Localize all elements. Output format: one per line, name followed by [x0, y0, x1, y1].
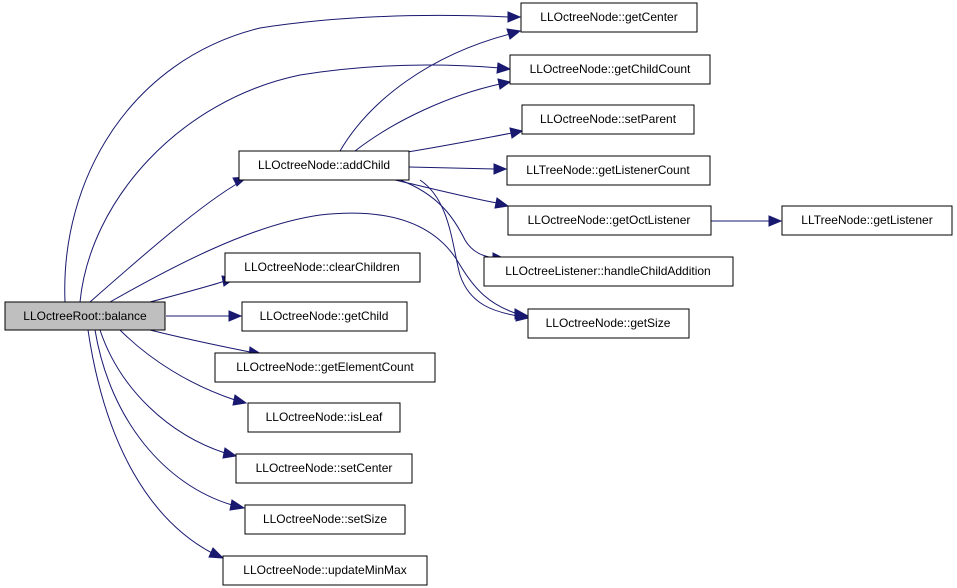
node-handlechildaddition[interactable]: LLOctreeListener::handleChildAddition — [483, 256, 734, 287]
node-getchild[interactable]: LLOctreeNode::getChild — [241, 301, 408, 332]
edge-balance-to-getchild — [166, 310, 243, 322]
node-getchild-label: LLOctreeNode::getChild — [260, 309, 389, 323]
node-updateminmax-label: LLOctreeNode::updateMinMax — [243, 563, 406, 577]
edge-addchild-to-getchildcount — [354, 78, 512, 152]
edge-getoctlistener-to-getlistener — [711, 215, 783, 227]
edge-balance-to-clearchildren — [149, 275, 237, 303]
edge-balance-to-setcenter — [99, 329, 238, 459]
node-isleaf-label: LLOctreeNode::isLeaf — [266, 410, 383, 424]
node-getlistener[interactable]: LLTreeNode::getListener — [781, 205, 953, 236]
edge-addchild-to-getoctlistener — [394, 179, 510, 209]
node-getlistenercount-label: LLTreeNode::getListenerCount — [526, 163, 690, 177]
node-getsize-label: LLOctreeNode::getSize — [546, 316, 671, 330]
node-setcenter-label: LLOctreeNode::setCenter — [256, 461, 393, 475]
node-getoctlistener-label: LLOctreeNode::getOctListener — [528, 213, 691, 227]
node-updateminmax[interactable]: LLOctreeNode::updateMinMax — [222, 555, 428, 586]
edge-balance-to-getcenter — [64, 11, 522, 303]
edge-balance-to-updateminmax — [87, 329, 225, 559]
edge-addchild-to-handlechildaddition — [399, 179, 507, 264]
node-clearchildren-label: LLOctreeNode::clearChildren — [244, 260, 399, 274]
node-getcenter[interactable]: LLOctreeNode::getCenter — [520, 2, 698, 33]
node-getlistener-label: LLTreeNode::getListener — [801, 213, 932, 227]
node-getlistenercount[interactable]: LLTreeNode::getListenerCount — [506, 155, 711, 186]
node-getelementcount[interactable]: LLOctreeNode::getElementCount — [214, 352, 436, 383]
node-handlechildaddition-label: LLOctreeListener::handleChildAddition — [505, 264, 710, 278]
node-getoctlistener[interactable]: LLOctreeNode::getOctListener — [507, 205, 712, 236]
node-setsize[interactable]: LLOctreeNode::setSize — [244, 504, 406, 535]
node-getchildcount-label: LLOctreeNode::getChildCount — [530, 62, 691, 76]
node-balance[interactable]: LLOctreeRoot::balance — [4, 301, 166, 331]
edge-balance-to-getchildcount — [79, 62, 512, 303]
node-setsize-label: LLOctreeNode::setSize — [263, 512, 387, 526]
node-balance-label: LLOctreeRoot::balance — [23, 309, 147, 323]
node-getchildcount[interactable]: LLOctreeNode::getChildCount — [509, 54, 711, 85]
edge-balance-to-isleaf — [119, 329, 248, 406]
node-addchild-label: LLOctreeNode::addChild — [258, 158, 390, 172]
edge-addchild-to-getsize — [419, 179, 530, 322]
edge-addchild-to-setparent — [394, 127, 524, 155]
node-setcenter[interactable]: LLOctreeNode::setCenter — [235, 453, 413, 484]
node-isleaf[interactable]: LLOctreeNode::isLeaf — [247, 402, 401, 433]
node-getsize[interactable]: LLOctreeNode::getSize — [527, 308, 690, 339]
node-clearchildren[interactable]: LLOctreeNode::clearChildren — [224, 252, 421, 283]
node-setparent[interactable]: LLOctreeNode::setParent — [521, 104, 695, 135]
edge-addchild-to-getlistenercount — [408, 163, 508, 175]
node-getcenter-label: LLOctreeNode::getCenter — [540, 10, 677, 24]
node-addchild[interactable]: LLOctreeNode::addChild — [238, 150, 410, 181]
node-setparent-label: LLOctreeNode::setParent — [540, 112, 677, 126]
edge-balance-to-setsize — [94, 329, 246, 511]
edge-addchild-to-getcenter — [339, 28, 522, 152]
node-getelementcount-label: LLOctreeNode::getElementCount — [236, 360, 414, 374]
